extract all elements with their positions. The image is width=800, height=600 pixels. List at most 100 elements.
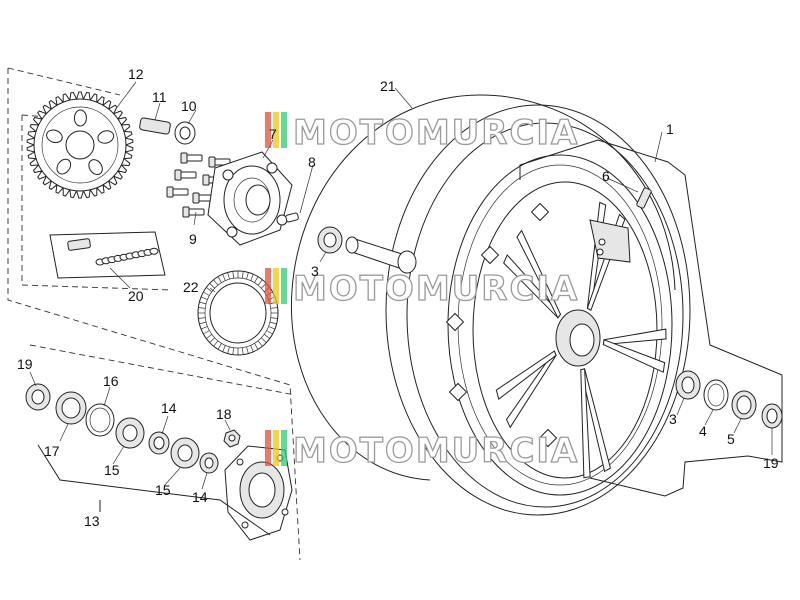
tone-ring-tooth: [268, 326, 276, 330]
wheel-spoke: [495, 350, 557, 400]
tone-ring-tooth: [200, 326, 208, 330]
bolt-head: [182, 206, 190, 218]
tone-ring-tooth: [254, 343, 259, 350]
label-15-left: 15: [104, 462, 120, 478]
tone-ring-tooth: [209, 283, 215, 289]
label-3-right: 3: [669, 411, 677, 427]
tone-ring-tooth: [246, 346, 249, 354]
tone-ring-tooth: [203, 291, 210, 296]
tone-ring-tooth: [263, 334, 270, 339]
wheel-spoke: [505, 350, 557, 429]
label-11: 11: [152, 89, 167, 105]
rim-weight: [448, 382, 468, 402]
tone-ring-tooth: [227, 346, 230, 354]
label-3-left: 3: [311, 263, 319, 279]
bolt-shank: [185, 154, 203, 162]
rim-weight: [530, 202, 550, 222]
wheel-spoke: [516, 229, 562, 319]
watermark-text: MOTOMURCIA: [293, 269, 579, 309]
label-19-left: 19: [17, 356, 33, 372]
wheel-part: [385, 104, 691, 516]
rim-weight: [538, 428, 558, 448]
chain-part: [49, 231, 166, 279]
label-13: 13: [84, 513, 100, 529]
tone-ring-tooth: [270, 307, 278, 309]
pin-part: [285, 212, 299, 223]
group-brackets: [37, 139, 783, 536]
tone-ring-tooth: [232, 271, 235, 279]
tone-ring-tooth: [209, 337, 215, 343]
label-17: 17: [44, 443, 60, 459]
watermark-text: MOTOMURCIA: [293, 113, 579, 153]
label-7: 7: [269, 126, 277, 142]
tone-ring-tooth: [203, 330, 210, 335]
tone-ring-tooth: [266, 330, 273, 335]
tone-ring-tooth: [254, 276, 259, 283]
tone-ring-tooth: [241, 271, 244, 279]
label-9: 9: [189, 231, 197, 247]
label-1: 1: [666, 121, 674, 137]
right-bearing-stack: [675, 370, 783, 429]
tone-ring-tooth: [269, 321, 277, 325]
tone-ring-tooth: [257, 279, 263, 286]
spacer-part: [139, 117, 196, 145]
tone-ring-part: [197, 270, 279, 356]
label-20: 20: [128, 288, 144, 304]
label-12: 12: [128, 66, 144, 82]
sprocket-hole: [88, 159, 103, 176]
bolt-head: [192, 192, 200, 204]
bolt-shank: [179, 171, 197, 179]
watermark-text: MOTOMURCIA: [293, 431, 579, 471]
watermark: MOTOMURCIA MOTOMURCIA MOTOMURCIA: [265, 112, 579, 472]
bolt-shank: [171, 188, 189, 196]
hub-housing-part: [224, 445, 293, 541]
label-10: 10: [181, 98, 197, 114]
tone-ring-tooth: [241, 347, 244, 355]
tone-ring-tooth: [227, 272, 230, 280]
rim-weight: [480, 245, 500, 265]
nut-part: [223, 429, 241, 448]
label-8: 8: [308, 154, 316, 170]
sprocket-carrier-part: [207, 151, 293, 246]
leader-lines: [29, 81, 773, 490]
left-bearing-stack: [25, 383, 219, 474]
bolt-head: [202, 174, 210, 186]
tone-ring-tooth: [232, 347, 235, 355]
tone-ring-tooth: [217, 343, 222, 350]
bolt-head: [174, 169, 182, 181]
wheel-spoke: [602, 339, 666, 373]
part-labels: 1 3 3 4 5 6 7 8 9 10 11 12 13 14 14 15 1…: [17, 66, 779, 529]
bolt-head: [166, 186, 174, 198]
label-16: 16: [103, 373, 119, 389]
label-22: 22: [183, 279, 199, 295]
tone-ring-tooth: [250, 274, 254, 281]
bolt-head: [208, 156, 216, 168]
tone-ring-tooth: [270, 317, 278, 319]
label-21: 21: [380, 78, 396, 94]
label-19-right: 19: [763, 455, 779, 471]
label-4: 4: [699, 423, 707, 439]
tone-ring-tooth: [198, 317, 206, 319]
tone-ring-tooth: [261, 337, 267, 343]
axle-sleeve-part: [317, 226, 417, 274]
valve-part: [636, 187, 652, 209]
tone-ring-tooth: [213, 279, 219, 286]
label-14-top: 14: [161, 400, 177, 416]
wheel-spoke: [580, 368, 591, 479]
tone-ring-tooth: [199, 301, 207, 305]
rim-weight: [445, 312, 465, 332]
tone-ring-tooth: [246, 272, 249, 280]
tone-ring-tooth: [222, 274, 226, 281]
tone-ring-tooth: [250, 345, 254, 352]
label-18: 18: [216, 406, 232, 422]
sprocket-hole: [97, 130, 115, 144]
tone-ring-tooth: [213, 340, 219, 347]
tone-ring-tooth: [257, 340, 263, 347]
tone-ring-tooth: [222, 345, 226, 352]
tone-ring-tooth: [200, 296, 208, 300]
sprocket-hole: [46, 129, 63, 144]
tone-ring-tooth: [217, 276, 222, 283]
bolt-head: [180, 152, 188, 164]
tone-ring-tooth: [198, 307, 206, 309]
